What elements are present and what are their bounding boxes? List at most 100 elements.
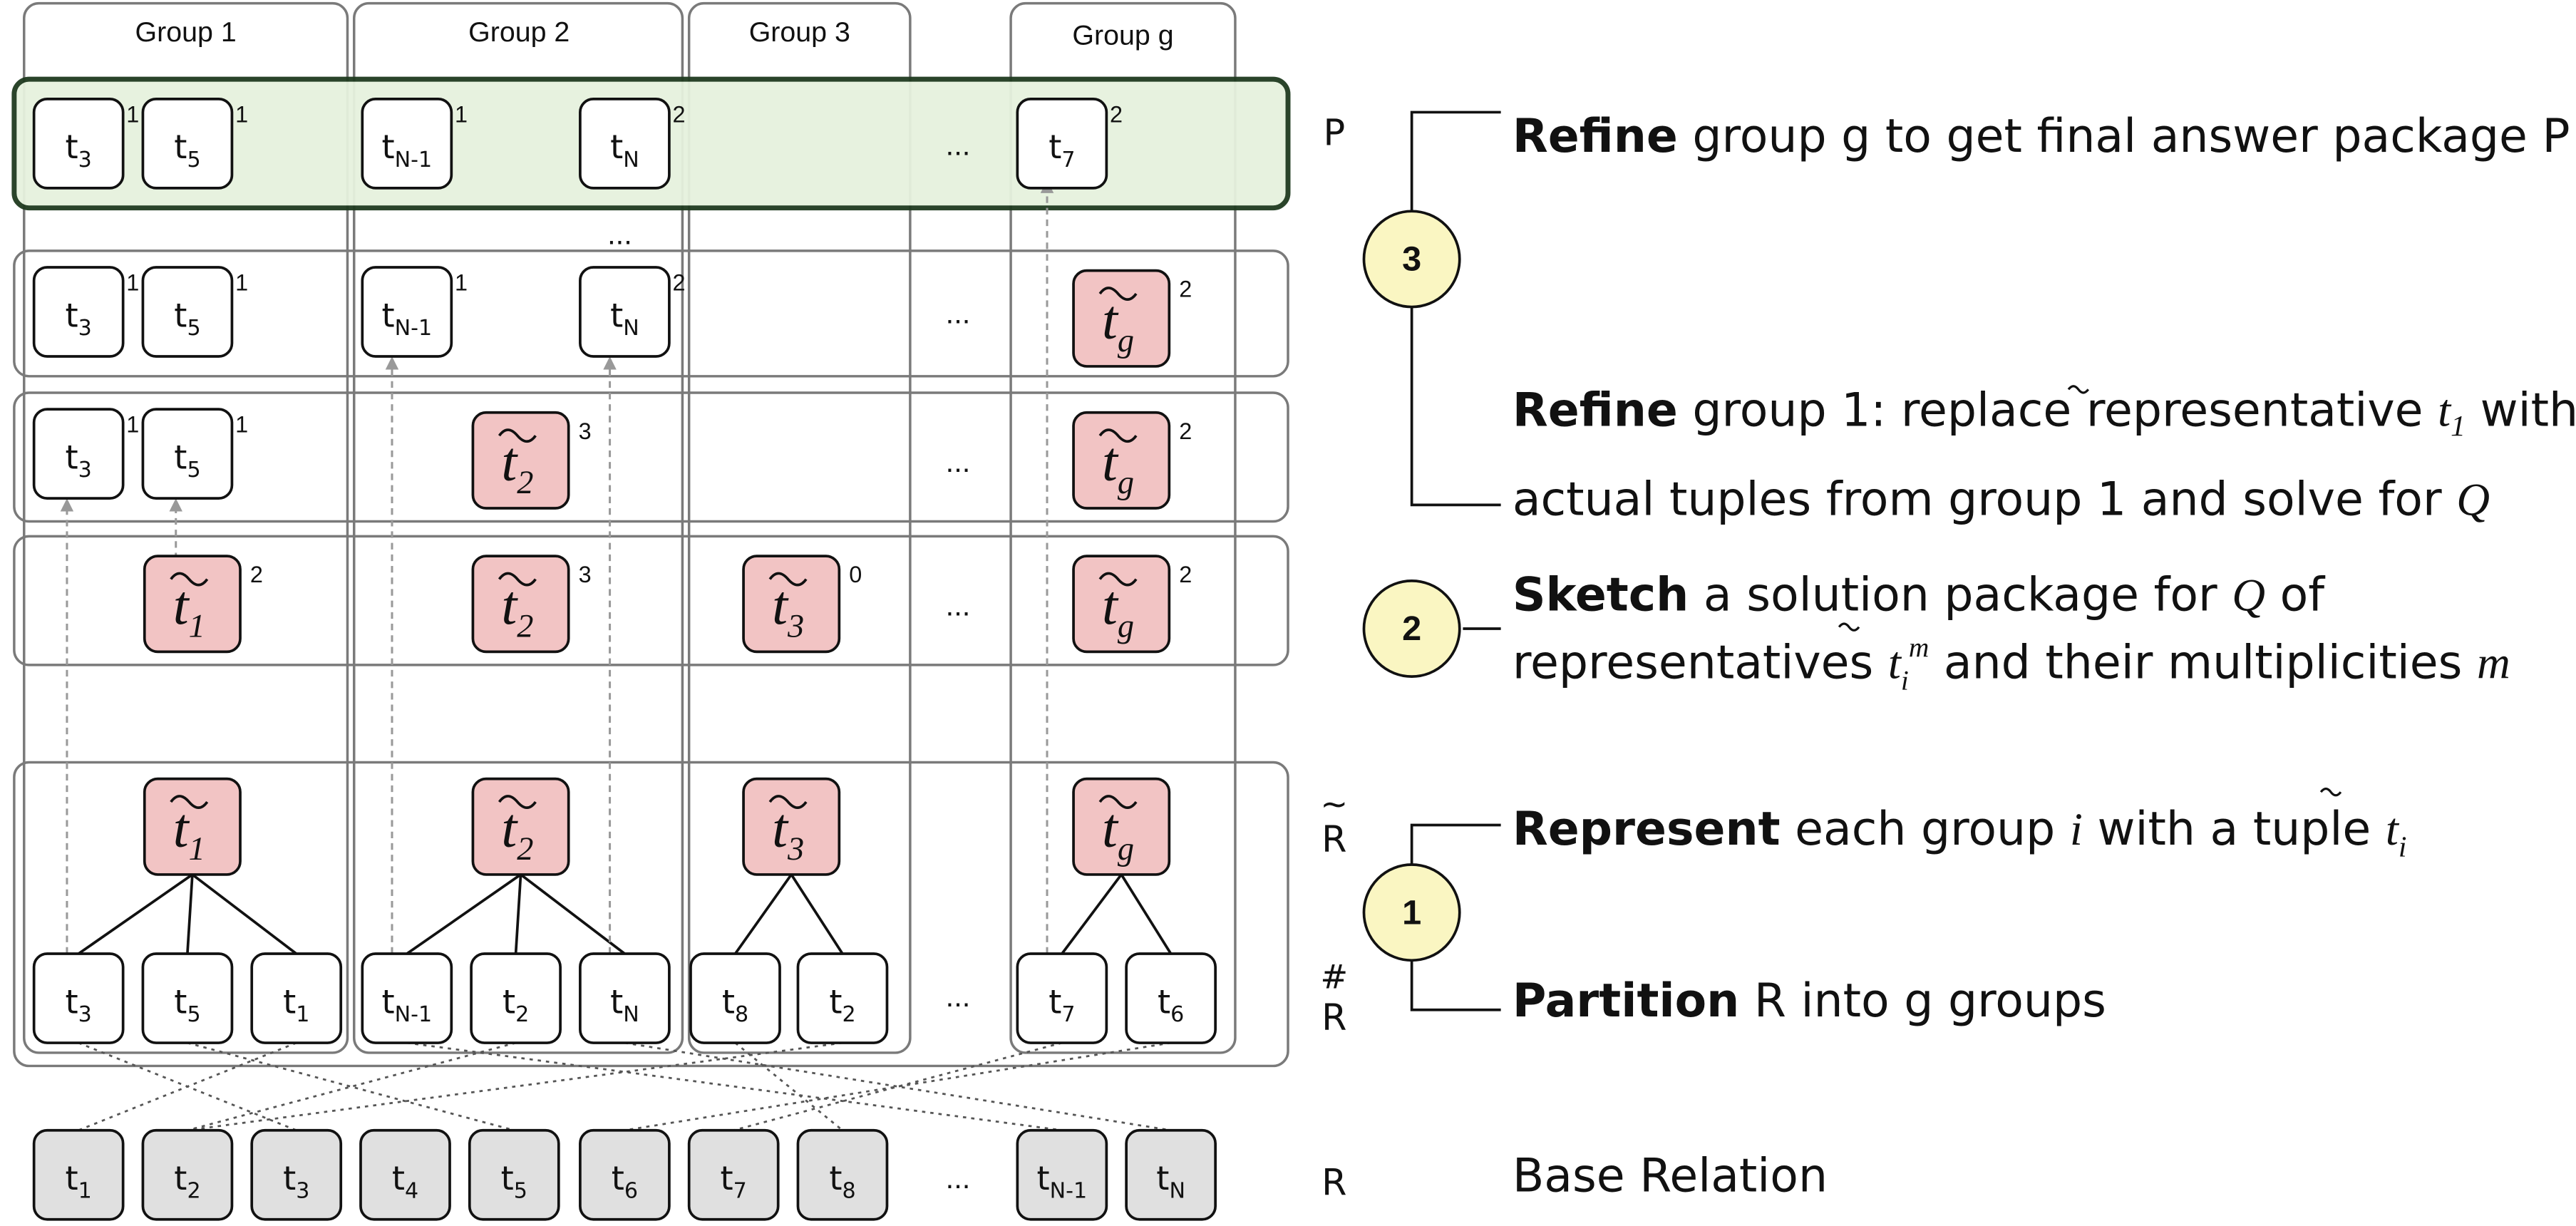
svg-text:t2: t2 <box>501 431 533 502</box>
step-1-number: 1 <box>1402 893 1421 932</box>
step-circles <box>1362 210 1461 962</box>
tuple-part-8: t7 <box>1016 952 1108 1044</box>
svg-text:t5: t5 <box>501 1159 527 1204</box>
ellipsis-between-rows: ... <box>607 217 632 251</box>
tuple-part-0: t3 <box>32 952 125 1044</box>
svg-text:1: 1 <box>455 269 468 295</box>
tuple-base-3: t4 <box>359 1128 451 1221</box>
tuple-r1-t5: t51 <box>141 408 248 500</box>
rep-sk-t3: t3 0 <box>742 555 862 654</box>
tree-edge <box>186 874 194 954</box>
svg-text:tN-1: tN-1 <box>381 296 432 341</box>
svg-text:0: 0 <box>849 562 862 587</box>
refine-2-row-frame <box>13 249 1289 378</box>
svg-text:t5: t5 <box>174 982 200 1027</box>
tuple-p-t7: t72 <box>1016 98 1123 190</box>
step-1-circle <box>1362 863 1461 962</box>
tree-edge <box>1061 873 1123 955</box>
row-label-r: R <box>1322 1162 1346 1204</box>
svg-text:t2: t2 <box>501 798 533 868</box>
rep-sk-tg: tg2 <box>1072 555 1192 654</box>
svg-text:1: 1 <box>235 101 248 127</box>
tuple-base-2: t3 <box>250 1128 343 1221</box>
group-1-title: Group 1 <box>135 16 237 48</box>
step-3-number: 3 <box>1402 240 1421 279</box>
svg-text:tg: tg <box>1102 431 1134 502</box>
tuple-part-7: t2 <box>796 952 889 1044</box>
partition-link <box>624 1041 1171 1132</box>
ellipsis-row-refine-2: ... <box>946 297 971 330</box>
tuple-base-6: t7 <box>687 1128 780 1221</box>
row-label-r-tilde-mark: ~ <box>1320 785 1348 823</box>
partition-link <box>406 1041 1063 1132</box>
tuple-base-4: t5 <box>468 1128 560 1221</box>
svg-text:t3: t3 <box>66 296 92 341</box>
svg-text:1: 1 <box>126 412 139 438</box>
tuple-part-4: t2 <box>470 952 562 1044</box>
tuple-r2-t3: t3 1 <box>32 266 139 358</box>
partition-link <box>187 1041 843 1132</box>
svg-text:tN: tN <box>610 296 639 341</box>
svg-text:t1: t1 <box>66 1159 92 1204</box>
refine-group-1-text-line-2: actual tuples from group 1 and solve for… <box>1513 473 2490 526</box>
svg-text:t3: t3 <box>772 575 804 645</box>
tuple-base-0: t1 <box>32 1128 125 1221</box>
svg-text:1: 1 <box>235 412 248 438</box>
svg-text:tg: tg <box>1102 575 1134 645</box>
svg-text:t5: t5 <box>174 128 200 172</box>
svg-text:2: 2 <box>673 269 686 295</box>
sketch-text-line-2: representatives tim and their multiplici… <box>1513 632 2510 696</box>
rep-t2: t2 <box>471 777 570 876</box>
rep-sk-t1: t12 <box>143 555 263 654</box>
rep-tg: tg <box>1072 777 1171 876</box>
svg-text:2: 2 <box>1179 277 1192 302</box>
svg-text:2: 2 <box>673 101 686 127</box>
svg-text:t3: t3 <box>66 128 92 172</box>
group-3-column <box>687 1 912 1054</box>
svg-text:1: 1 <box>126 269 139 295</box>
partition-link <box>734 1041 843 1131</box>
partition-link <box>624 1041 1171 1132</box>
tuple-r2-t5: t51 <box>141 266 248 358</box>
refine-1-row-frame <box>13 391 1289 523</box>
row-label-r-tilde: R <box>1322 819 1346 861</box>
svg-text:t6: t6 <box>1158 982 1184 1027</box>
rep-r1-tg: tg2 <box>1072 411 1192 510</box>
rep-sk-t2: t2 3 <box>471 555 592 654</box>
group-2-title: Group 2 <box>468 16 570 48</box>
partition-link <box>187 1041 516 1132</box>
tree-edge <box>191 873 297 955</box>
svg-text:2: 2 <box>1110 101 1123 127</box>
svg-text:t2: t2 <box>501 575 533 645</box>
tuple-r2-tn-1: tN-1 1 <box>361 266 468 358</box>
svg-text:1: 1 <box>455 101 468 127</box>
step-2-circle <box>1362 579 1461 678</box>
rep-t3: t3 <box>742 777 841 876</box>
svg-text:3: 3 <box>579 562 592 587</box>
base-relation-label: Base Relation <box>1513 1149 1828 1202</box>
rep-t1: t1 <box>143 777 242 876</box>
svg-text:tg: tg <box>1102 798 1134 868</box>
svg-text:t6: t6 <box>612 1159 638 1204</box>
group-g-title: Group g <box>1072 20 1173 51</box>
row-label-r-hash-mark: # <box>1320 958 1348 996</box>
tuple-base-8: tN-1 <box>1016 1128 1108 1221</box>
svg-text:t5: t5 <box>174 296 200 341</box>
svg-text:tN: tN <box>610 128 639 172</box>
sketch-row-frame <box>13 535 1289 666</box>
represent-text: Represent each group i with a tuple ti <box>1513 803 2407 863</box>
group-2-column <box>353 1 684 1054</box>
tree-edge <box>790 873 844 955</box>
tree-edge <box>733 873 793 955</box>
partition-link <box>733 1041 1063 1132</box>
svg-text:t1: t1 <box>173 575 205 645</box>
step-brackets <box>1410 110 1501 1011</box>
svg-text:tN: tN <box>610 982 639 1027</box>
group-g-column <box>1009 1 1237 1054</box>
tuple-part-5: tN <box>579 952 671 1044</box>
svg-text:tg: tg <box>1102 289 1134 360</box>
tuple-base-7: t8 <box>796 1128 889 1221</box>
tuple-p-tn-1: tN-11 <box>361 98 468 190</box>
svg-text:t3: t3 <box>283 1159 309 1204</box>
